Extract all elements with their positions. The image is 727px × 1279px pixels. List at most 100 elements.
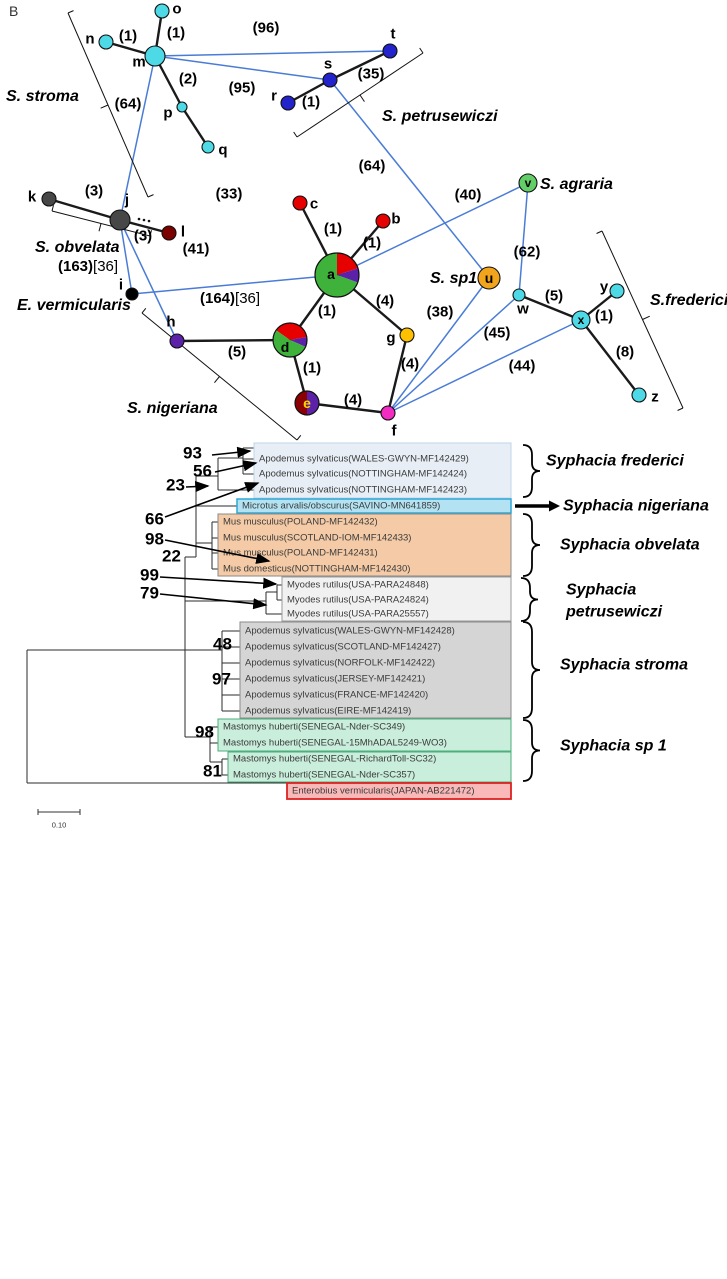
tree-taxon-label: Myodes rutilus(USA-PARA25557) [287, 609, 429, 620]
network-edge-label: (8) [616, 344, 634, 361]
network-node-m [144, 45, 166, 67]
network-node-c [292, 195, 308, 211]
network-node-v [518, 173, 538, 193]
network-node-j [109, 209, 131, 231]
network-bracket-obvelata [51, 205, 152, 237]
network-node-letter-k: k [28, 189, 37, 206]
network-edge-label: (1) [363, 235, 381, 252]
network-node-letter-g: g [386, 330, 395, 347]
network-edge-p-q [180, 106, 210, 148]
network-edge-label: (1) [303, 360, 321, 377]
network-edge-k-j [48, 197, 121, 222]
tree-bootstrap-value: 81 [203, 762, 222, 781]
network-species-label: S. sp1 [430, 270, 477, 287]
tree-taxon-label: Apodemus sylvaticus(NOTTINGHAM-MF142423) [259, 485, 467, 496]
tree-taxon-label: Enterobius vermicularis(JAPAN-AB221472) [292, 786, 475, 797]
tree-bootstrap-arrow [159, 593, 268, 610]
network-node-letter-t: t [391, 26, 396, 43]
tree-bootstrap-value: 99 [140, 566, 159, 585]
tree-taxon-label: Microtus arvalis/obscurus(SAVINO-MN64185… [242, 501, 440, 512]
network-node-letter-e: e [303, 395, 311, 411]
network-node-letter-z: z [651, 389, 659, 406]
tree-clade-box-obvelata [217, 513, 512, 577]
network-edge-label: (2) [179, 71, 197, 88]
tree-brace [520, 577, 539, 622]
network-node-letter-j: j [124, 192, 129, 209]
network-node-letter-o: o [172, 1, 181, 18]
network-node-l [161, 225, 177, 241]
tree-taxon-label: Mus domesticus(NOTTINGHAM-MF142430) [223, 564, 410, 575]
tree-clade-label: Syphacia [566, 582, 636, 599]
network-edge-label: (64) [115, 96, 142, 113]
tree-taxon-label: Mastomys huberti(SENEGAL-Nder-SC357) [233, 770, 415, 781]
network-node-letter-d: d [281, 339, 290, 355]
network-edge-label: (164)[36] [200, 290, 260, 307]
network-edge-m-t [154, 50, 391, 57]
tree-bootstrap-arrow [164, 482, 260, 518]
network-edge-v-w [518, 182, 529, 296]
network-edge-label: (1) [318, 303, 336, 320]
network-node-letter-i: i [119, 277, 123, 294]
network-edge-i-a [131, 274, 338, 295]
network-node-u [477, 266, 501, 290]
panel-letter: B [9, 3, 19, 19]
tree-clade-box-sp1b [227, 751, 512, 783]
network-edge-j-i [119, 219, 133, 295]
tree-taxon-label: Mus musculus(POLAND-MF142432) [223, 517, 378, 528]
tree-clade-box-sp1a [217, 718, 512, 752]
network-node-d [272, 322, 308, 358]
tree-bootstrap-arrow [164, 539, 271, 564]
tree-clade-box-petrusewiczi [281, 576, 512, 622]
tree-bootstrap-value: 23 [166, 476, 185, 495]
tree-brace [522, 719, 541, 782]
network-edge-label: (96) [253, 20, 280, 37]
network-edge-label: (3) [85, 183, 103, 200]
network-edge-label: (4) [344, 392, 362, 409]
network-node-letter-c: c [310, 196, 318, 213]
network-dotted-link [142, 218, 146, 222]
network-species-label: S. nigeriana [127, 400, 218, 417]
network-node-letter-p: p [163, 105, 172, 122]
tree-taxon-label: Apodemus sylvaticus(WALES-GWYN-MF142429) [259, 454, 469, 465]
network-edge-g-f [386, 334, 409, 414]
network-edge-label: (5) [545, 288, 563, 305]
tree-taxon-label: Myodes rutilus(USA-PARA24824) [287, 595, 429, 606]
tree-clade-label: Syphacia sp 1 [560, 738, 667, 755]
network-node-letter-f: f [392, 423, 398, 440]
tree-taxon-label: Mastomys huberti(SENEGAL-RichardToll-SC3… [233, 754, 436, 765]
tree-bootstrap-value: 98 [145, 530, 164, 549]
network-species-label: S.frederici [650, 292, 727, 309]
scale-bar-label: 0.10 [52, 821, 67, 830]
tree-bootstrap-arrow [211, 446, 252, 458]
network-edge-label: (38) [427, 304, 454, 321]
network-node-letter-r: r [271, 88, 277, 105]
tree-taxon-label: Apodemus sylvaticus(WALES-GWYN-MF142428) [245, 626, 455, 637]
network-edge-label: (35) [358, 66, 385, 83]
network-node-f [380, 405, 396, 421]
tree-bootstrap-arrow [159, 576, 278, 589]
network-edge-label: (41) [183, 241, 210, 258]
network-node-w [512, 288, 526, 302]
tree-taxon-label: Mus musculus(SCOTLAND-IOM-MF142433) [223, 533, 411, 544]
network-node-h [169, 333, 185, 349]
nigeriana-arrowhead [549, 500, 560, 512]
network-node-letter-b: b [391, 211, 400, 228]
network-node-g [399, 327, 415, 343]
network-node-b [375, 213, 391, 229]
network-edge-label: (1) [302, 94, 320, 111]
network-node-letter-u: u [485, 270, 494, 286]
network-node-letter-m: m [132, 54, 145, 71]
network-edge-label: (64) [359, 158, 386, 175]
network-bracket-stroma [67, 10, 154, 198]
tree-taxon-label: Apodemus sylvaticus(NORFOLK-MF142422) [245, 658, 435, 669]
network-edge-e-f [306, 401, 389, 415]
network-node-letter-w: w [516, 301, 529, 318]
network-edge-label: (4) [401, 356, 419, 373]
network-edge-label: (1) [595, 308, 613, 325]
network-node-letter-x: x [578, 313, 585, 327]
tree-clade-box-outgroup [286, 782, 512, 800]
network-edge-s-u [329, 79, 490, 279]
tree-brace [522, 444, 541, 498]
network-species-label: S. obvelata [35, 239, 120, 256]
